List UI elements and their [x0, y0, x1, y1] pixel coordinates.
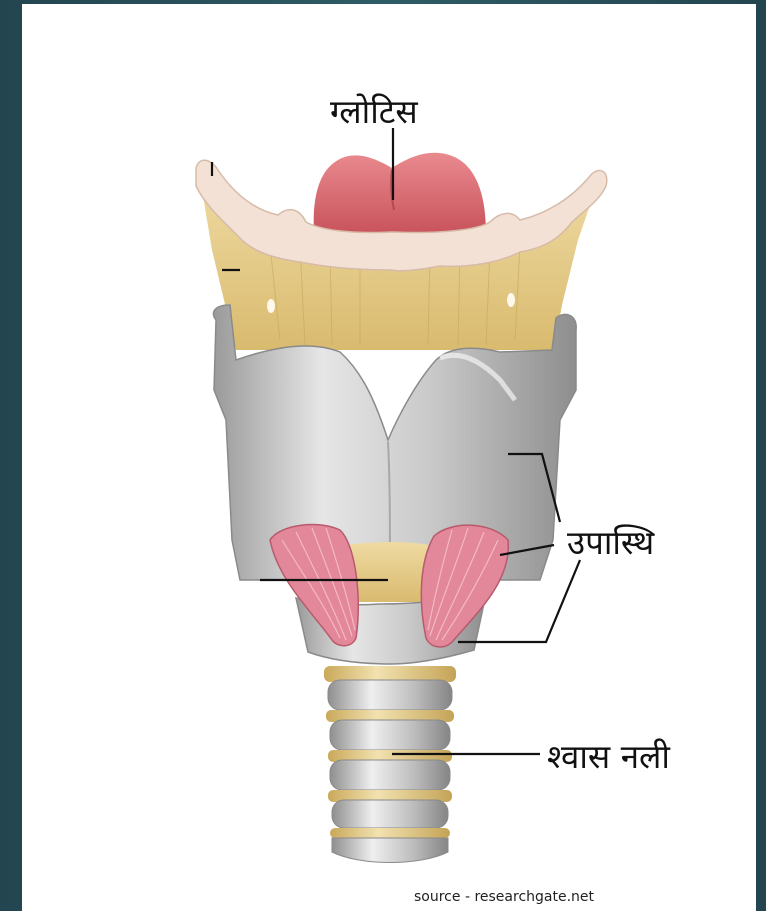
source-credit: source - researchgate.net: [414, 889, 594, 905]
epiglottis-shape: [314, 153, 486, 232]
label-cartilage: उपास्थि: [567, 519, 654, 564]
trachea: [324, 666, 456, 863]
label-trachea: श्वास नली: [547, 733, 670, 778]
label-glottis: ग्लोटिस: [330, 88, 418, 133]
